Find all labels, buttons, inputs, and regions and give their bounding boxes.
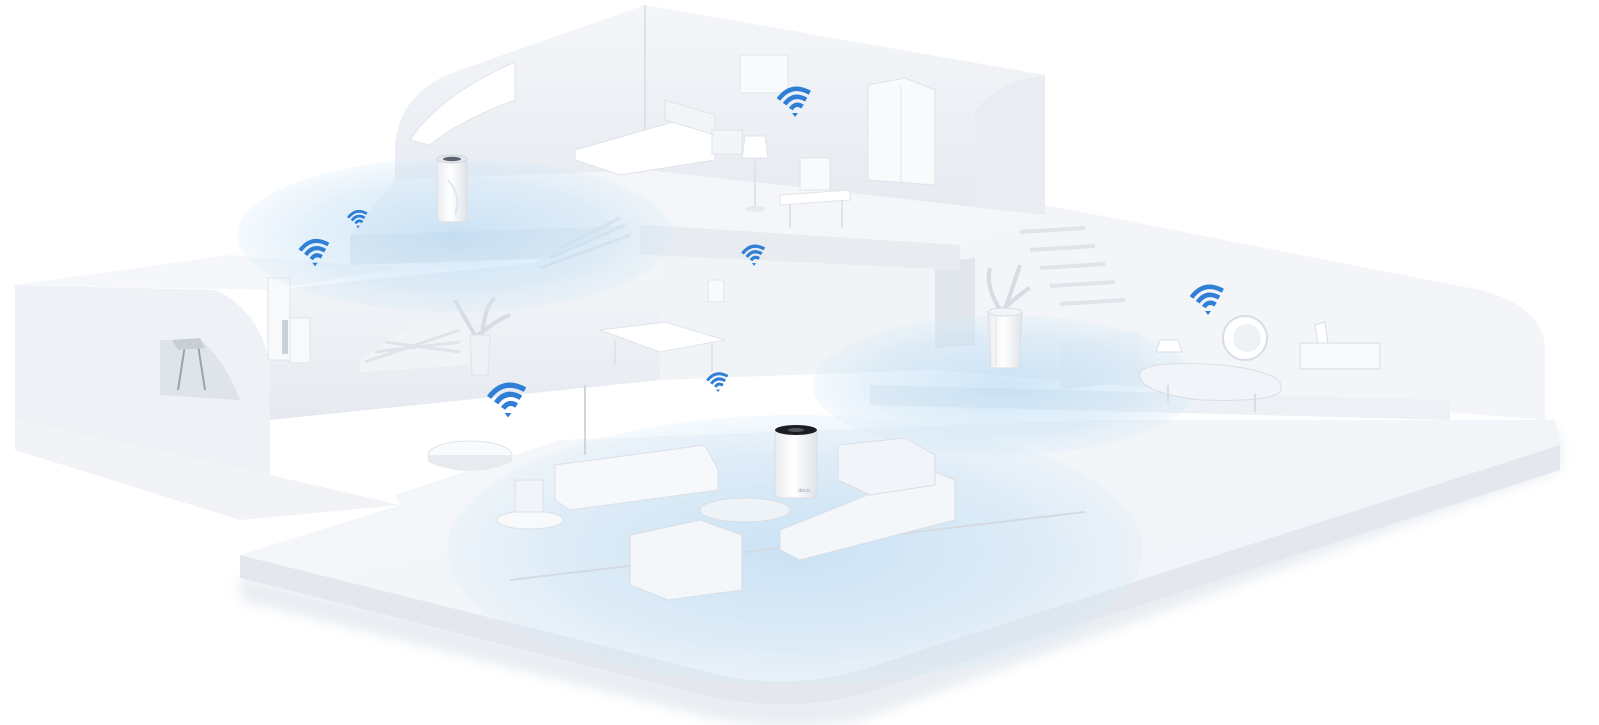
coverage-zone-loft xyxy=(237,158,673,312)
wifi-signal-icon xyxy=(776,86,811,117)
living-room-furniture xyxy=(496,385,1086,601)
coverage-zone-lounge xyxy=(813,315,1197,455)
wifi-signal-icon xyxy=(1189,284,1224,315)
wifi-signal-icon xyxy=(741,244,766,266)
wifi-icon xyxy=(485,375,531,421)
wifi-icon xyxy=(775,80,815,120)
wifi-icon xyxy=(346,206,370,230)
kitchen-furniture xyxy=(267,277,726,471)
wifi-signal-icon xyxy=(347,209,368,229)
mesh-unit-lounge xyxy=(987,307,1023,369)
wifi-icon xyxy=(740,240,768,268)
wifi-signal-icon xyxy=(706,372,729,393)
wifi-signal-icon xyxy=(298,238,330,267)
mesh-unit-upstairs xyxy=(436,154,468,223)
wifi-icon xyxy=(1188,278,1228,318)
deco-logo: deco xyxy=(798,488,810,494)
mesh-unit-living-room: deco xyxy=(774,425,818,499)
lounge-furniture xyxy=(986,264,1381,412)
wifi-signal-icon xyxy=(486,382,527,418)
wifi-icon xyxy=(705,368,731,394)
wifi-icon xyxy=(297,233,333,269)
